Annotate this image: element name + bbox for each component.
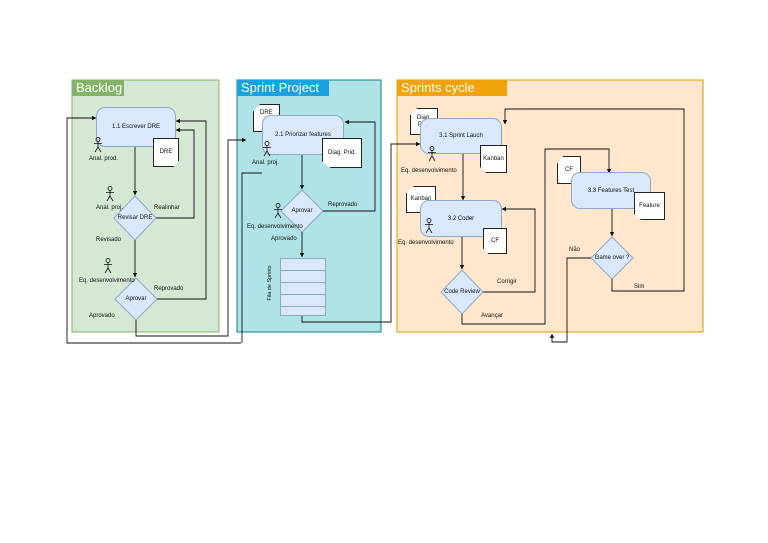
process-write-dre[interactable]: 1.1 Escrever DRE [96,107,176,147]
lane-title-sprints-cycle: Sprints cycle [397,80,507,96]
actor-anal-proj-icon [106,186,114,202]
label-anal-proj-backlog: Anal. proj. [96,205,124,211]
label-revisado: Revisado [96,237,122,243]
edge-entry-backlog [66,115,241,344]
process-write-dre-label: 1.1 Escrever DRE [111,124,160,130]
edge-yes [502,108,685,292]
label-anal-proj-sprint: Anal. proj. [252,160,280,166]
lane-title-backlog: Backlog [72,80,124,96]
actor-anal-proj-sprint-icon [263,141,271,157]
actor-eq-dev-launch-icon [428,146,436,162]
label-nao: Não [569,247,581,253]
doc-cf-code[interactable]: CF [483,228,507,254]
actor-eq-dev-backlog-icon [104,258,112,274]
doc-kanban-launch[interactable]: Kanban [480,145,507,173]
edge-rejected-backlog [157,118,207,300]
doc-diag-prid-sprint-label: Diag. Prid. [327,149,356,156]
queue-slot [281,259,325,271]
edge-fix [483,206,536,293]
queue-sprints[interactable] [280,258,326,316]
label-fila-sprints: Fila de Sprints [267,265,273,301]
label-eq-dev-backlog: Eq. desenvolvimento [79,278,135,284]
queue-slot [281,295,325,307]
label-aprovado-backlog: Aprovado [89,313,115,319]
process-features-test-label: 3.3 Features Test [587,187,635,194]
label-aprovar-sprint: Aprovar [291,208,313,214]
lane-title-sprint-project: Sprint Project [237,80,329,96]
label-revisar-dre: Revisar DRE [117,215,153,221]
doc-dre-sprint-label: DRE [260,110,273,116]
label-aprovado-sprint: Aprovado [271,236,297,242]
label-reprovado-sprint: Reprovado [328,202,358,208]
doc-kanban-code-label: Kanban [410,196,432,202]
doc-kanban-launch-label: Kanban [483,155,504,162]
edge-approved-backlog [135,137,247,337]
doc-feature-label: Feature [639,202,660,209]
doc-dre-backlog-label: DRE [159,149,173,155]
doc-dre-backlog[interactable]: DRE [153,138,179,167]
edge-no [549,257,591,343]
label-reprovado-backlog: Reprovado [154,286,184,292]
edge-queue-to-launch [301,141,421,323]
actor-anal-prod-icon [94,137,102,153]
actor-eq-dev-sprint-icon [274,203,282,219]
label-code-review: Code Review [444,289,480,295]
doc-cf-code-label: CF [491,237,499,244]
queue-slot [281,307,325,319]
actor-eq-dev-code-icon [425,218,433,234]
edge-side-loop-sprint [241,172,262,343]
doc-cf-test-label: CF [565,166,573,173]
label-anal-prod: Anal. prod. [89,156,119,162]
edge-rejected-sprint [323,119,376,212]
label-realinhar: Realinhar [154,205,180,211]
label-game-over: Game over ? [594,255,630,261]
process-code-label: 3.2 Coder [447,215,475,222]
label-eq-dev-code: Eq. desenvolvimento [398,240,454,246]
label-avancar: Avançar [481,313,503,319]
label-eq-dev-launch: Eq. desenvolvimento [401,168,457,174]
queue-slot [281,283,325,295]
edge-advance [461,148,612,325]
label-sim: Sim [634,284,645,290]
label-aprovar-backlog: Aprovar [125,296,147,302]
process-prioritize-label: 2.1 Priorizar features [275,132,331,138]
edge-realign [156,127,195,219]
label-corrigir: Corrigir [497,279,517,285]
doc-feature[interactable]: Feature [634,192,665,220]
label-eq-dev-sprint: Eq. desenvolvimento [247,224,303,230]
doc-cf-test[interactable]: CF [557,156,581,184]
process-sprint-launch-label: 3.1 Sprint Lauch [439,133,483,139]
queue-slot [281,271,325,283]
doc-diag-prid-sprint[interactable]: Diag. Prid. [322,138,362,168]
